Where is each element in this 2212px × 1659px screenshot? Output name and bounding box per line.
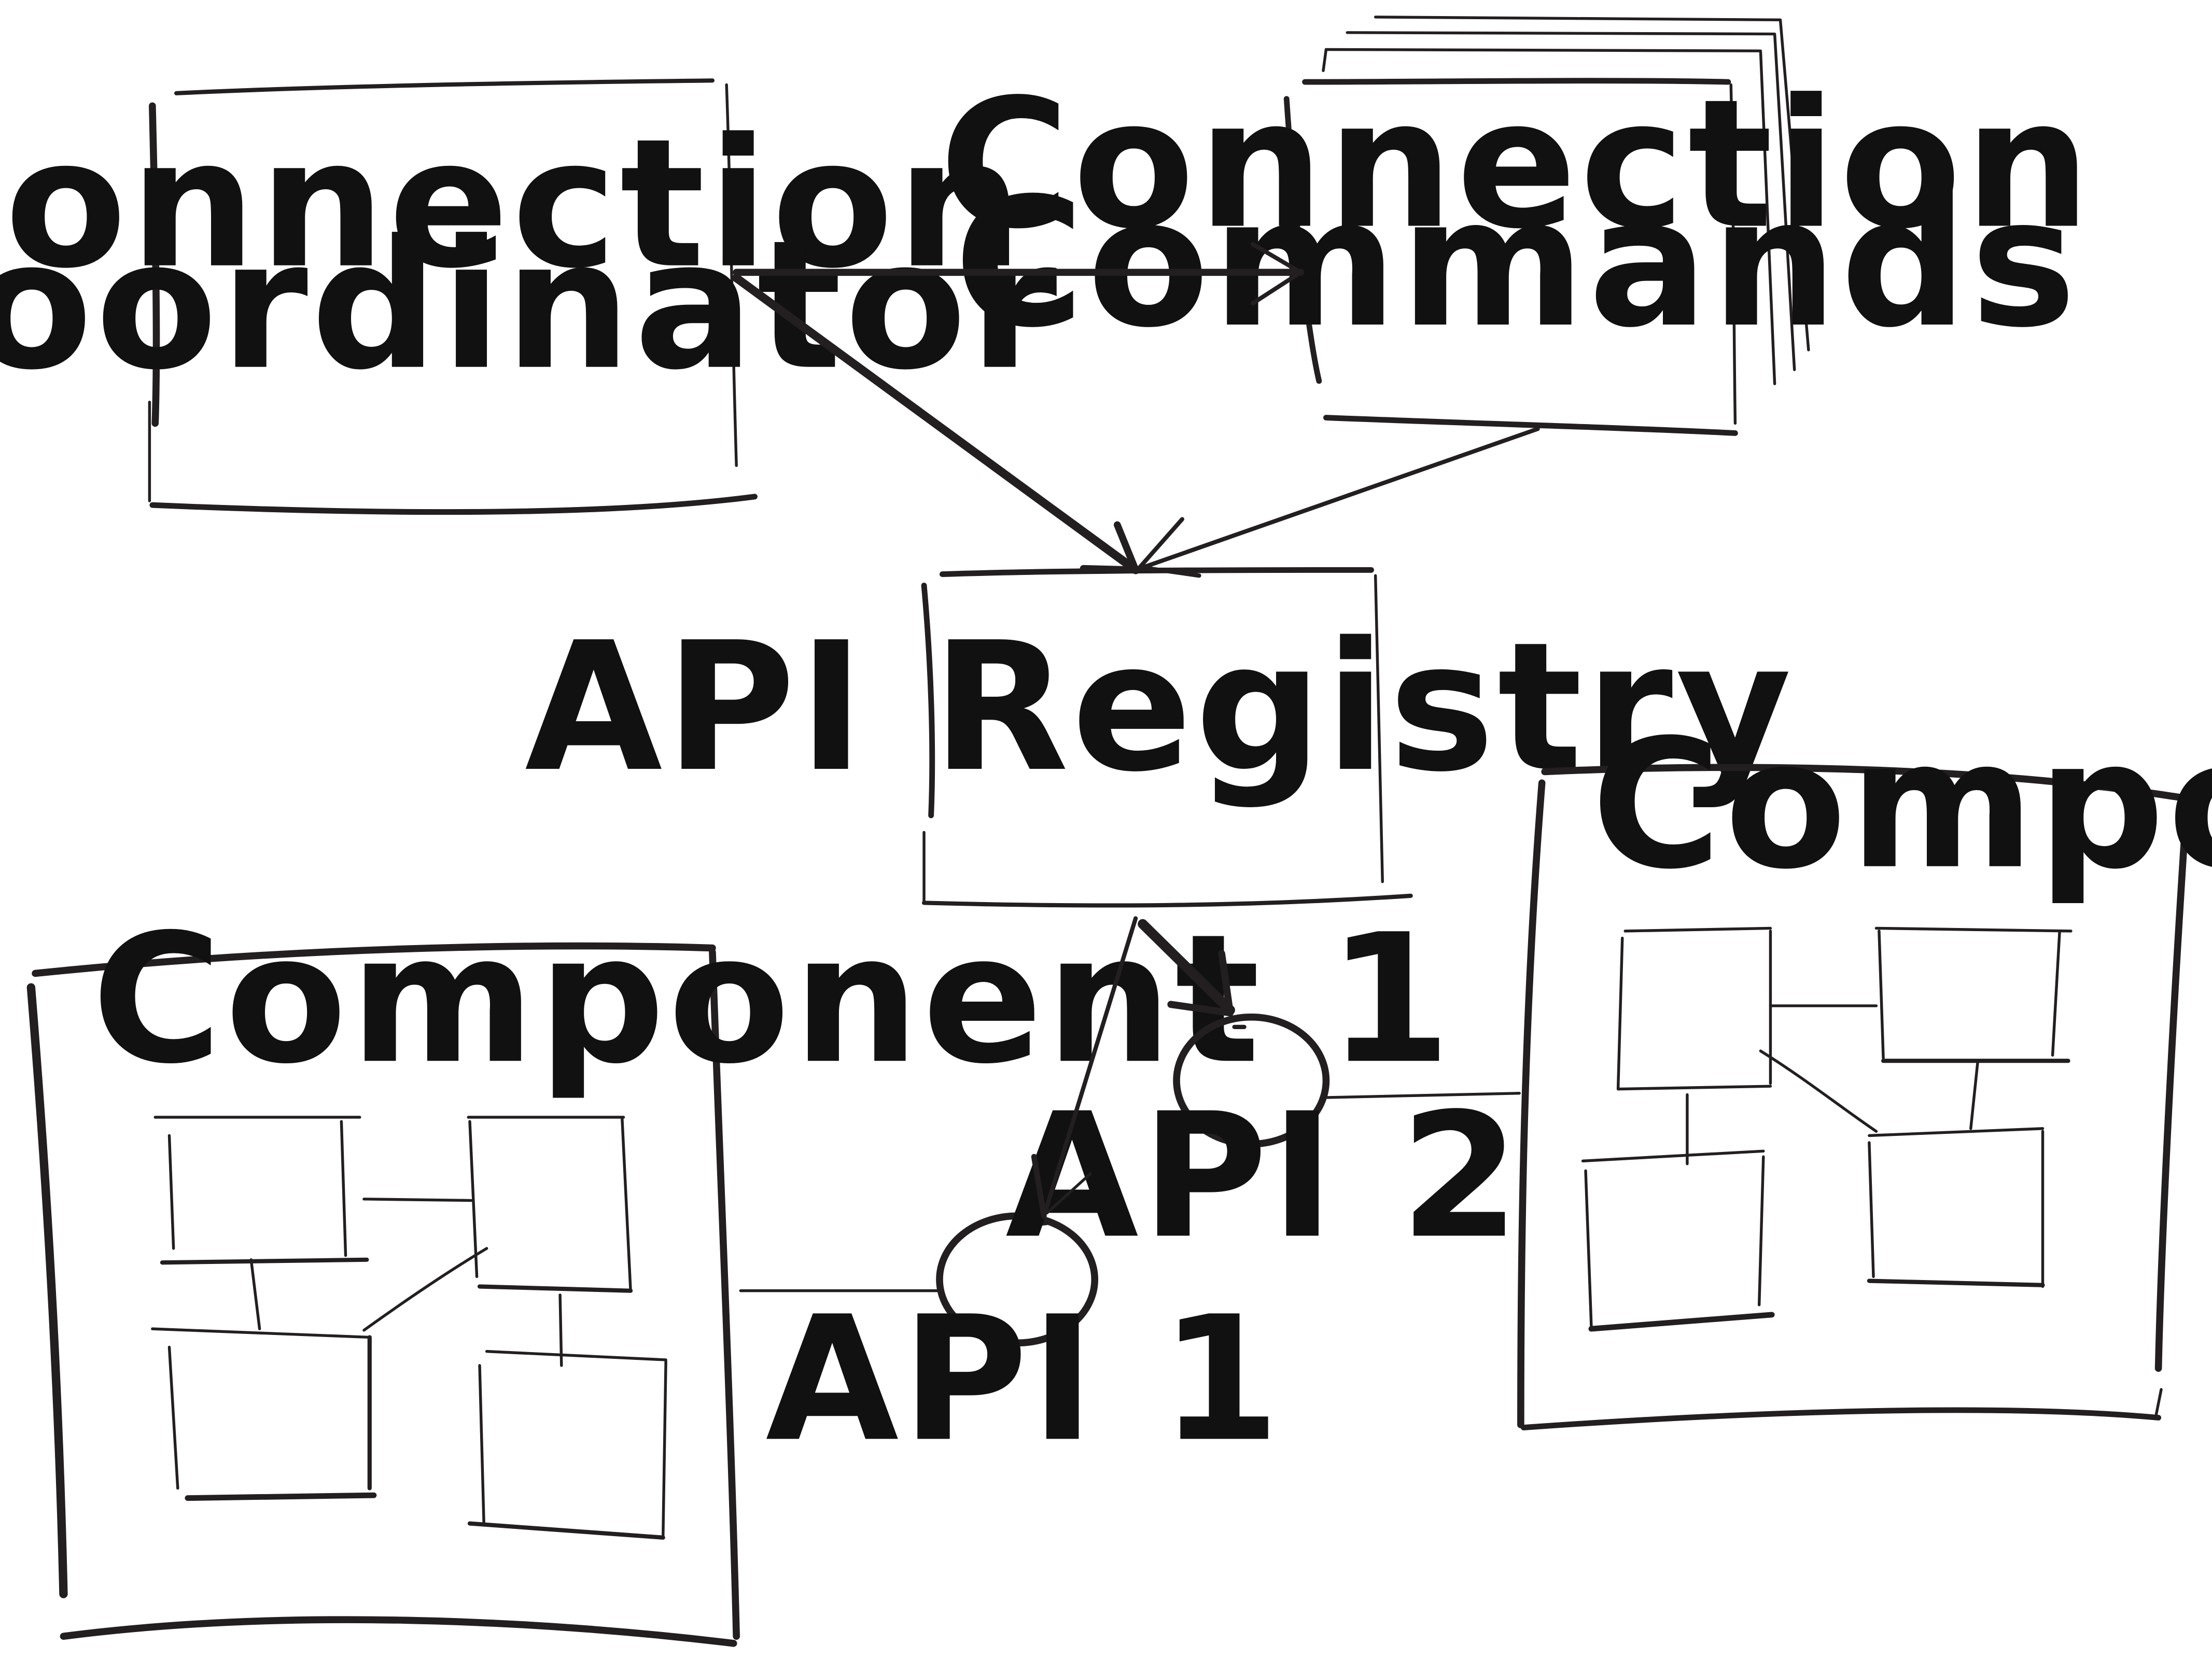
component-2-label: Component 2: [1591, 701, 2212, 908]
coordinator-label-line2: Coordinator: [0, 202, 1060, 409]
api-registry-label: API Registry: [525, 604, 1795, 811]
component-2-box: Component 2: [1517, 701, 2212, 1431]
component-1-inner-structure: [151, 1116, 667, 1540]
connection-commands-stack: Connection Commands: [940, 16, 2094, 436]
commands-label-line1: Connection: [940, 61, 2094, 268]
api-2-label: API 2: [1005, 1077, 1522, 1277]
api-1-interface: API 1: [766, 1212, 1283, 1480]
api-registry-box: API Registry: [525, 567, 1795, 908]
edge-api2-to-component2: [1326, 1092, 1521, 1099]
api-2-interface: API 2: [1005, 1014, 1522, 1277]
edge-registry-to-api2: [1138, 919, 1235, 1017]
commands-label-line2: Commands: [954, 160, 2079, 367]
edge-coordinator-to-commands: [733, 242, 1305, 306]
connection-coordinator-box: Connection Coordinator: [0, 78, 1060, 515]
edge-registry-to-api1: [1031, 916, 1138, 1219]
edge-commands-to-registry: [1133, 427, 1540, 578]
component-1-label: Component 1: [92, 896, 1454, 1103]
component-2-inner-structure: [1581, 926, 2073, 1332]
api-1-label: API 1: [766, 1280, 1283, 1480]
